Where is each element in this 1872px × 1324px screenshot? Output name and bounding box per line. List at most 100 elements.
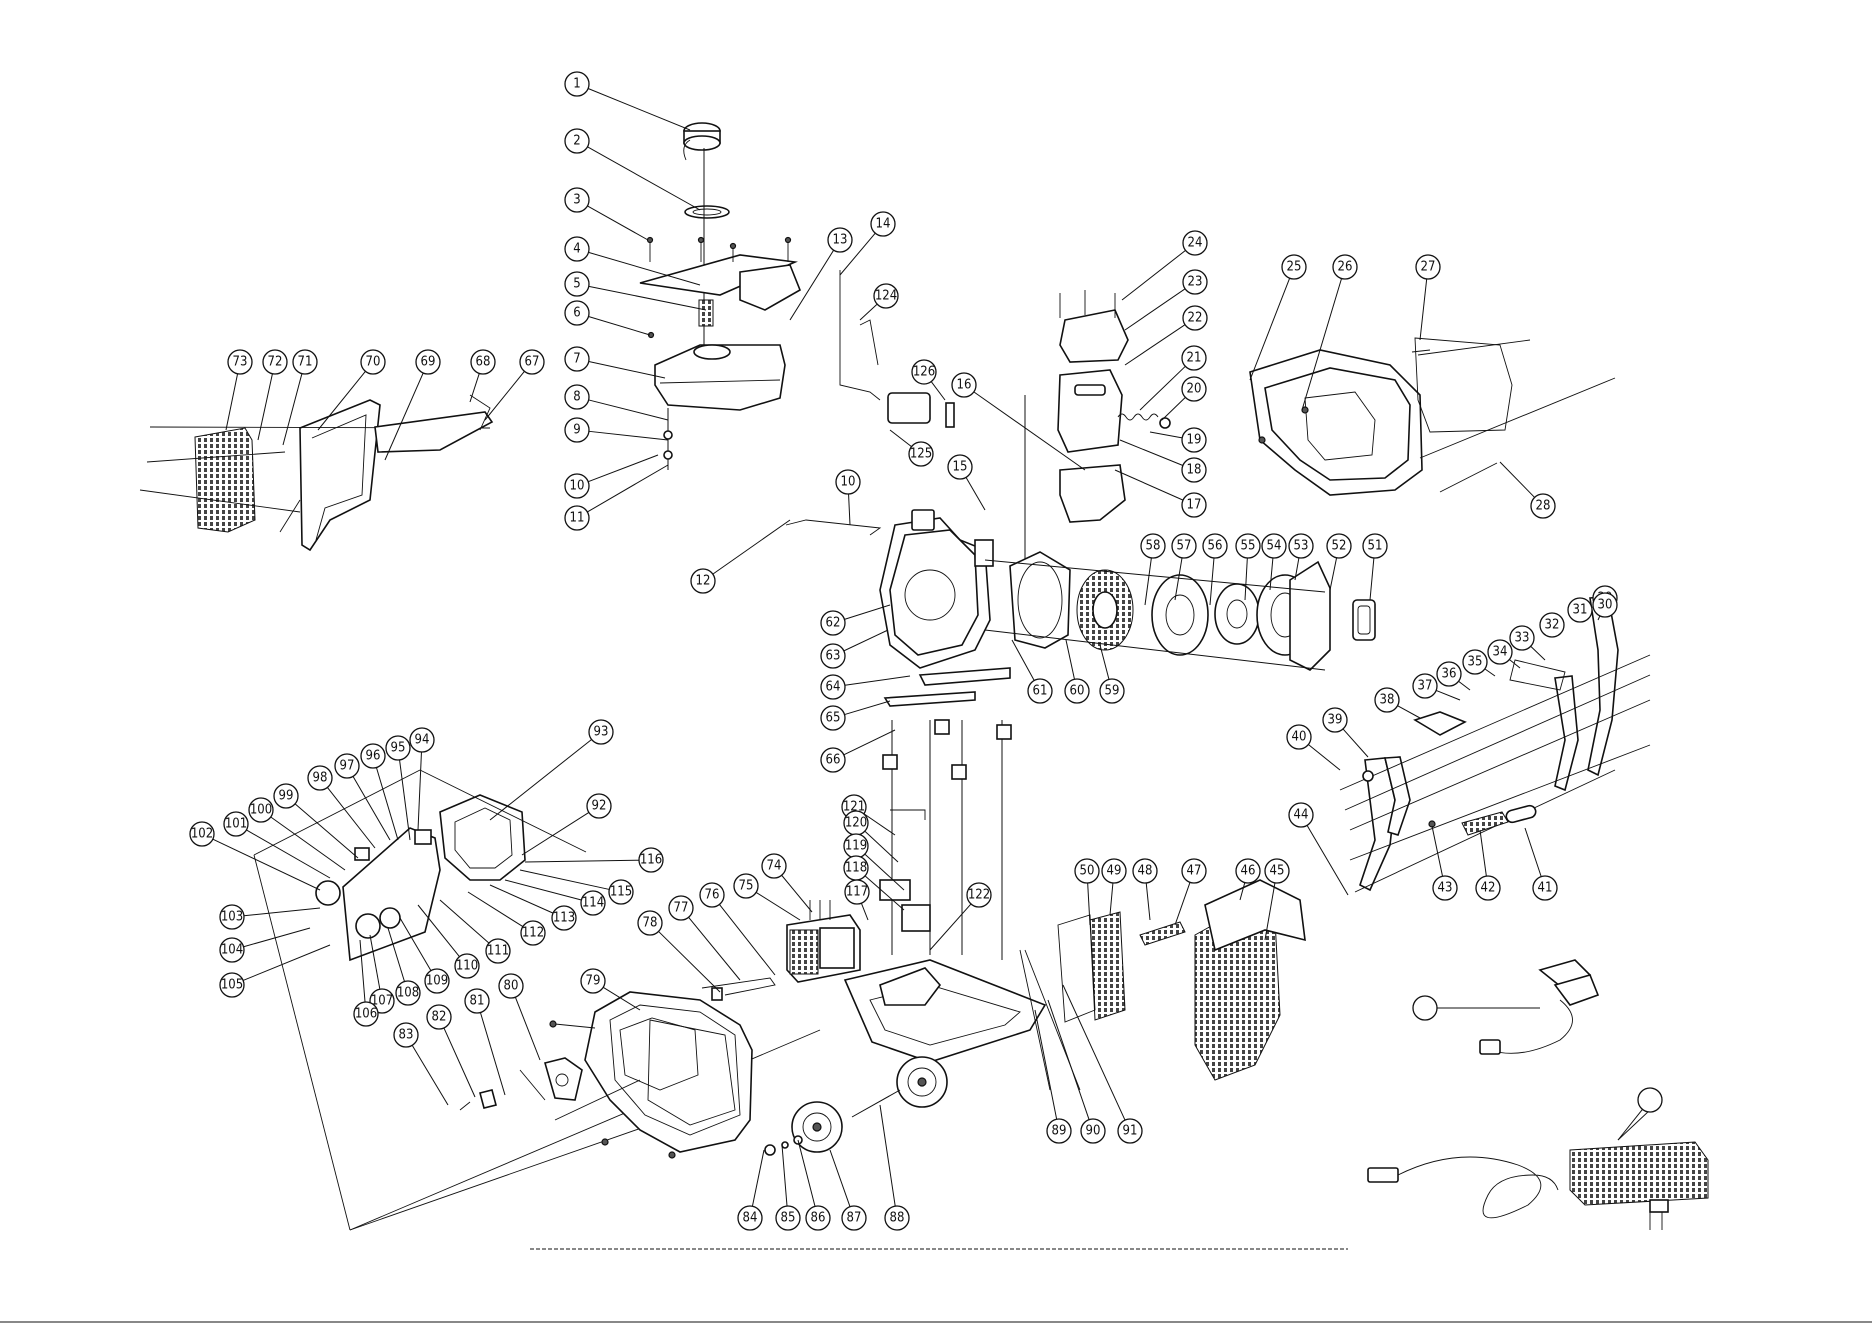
callout-leader (1209, 557, 1215, 606)
callout-circle (564, 128, 590, 154)
callout-label: 33 (1515, 631, 1530, 646)
callout-circle (564, 271, 590, 297)
callout-label: 116 (640, 853, 662, 868)
callout-circle (551, 905, 577, 931)
panel-cover-drawing (439, 794, 526, 881)
callout-leader (1479, 829, 1487, 877)
callout-label: 90 (1086, 1124, 1101, 1139)
filter-grille-drawing (1057, 911, 1126, 1023)
callout-label: 95 (391, 741, 406, 756)
ac-charger-drawing (1367, 1109, 1709, 1230)
callout-circle (470, 349, 496, 375)
callout-leader (588, 285, 707, 311)
callout-leader (1597, 615, 1601, 621)
callout-circle (519, 349, 545, 375)
callout-label: 55 (1241, 539, 1256, 554)
callout-label: 8 (573, 390, 580, 405)
callout-label: 97 (340, 759, 355, 774)
callout-leader (1306, 825, 1349, 896)
callout-label: 62 (826, 616, 841, 631)
choke-link-drawing (785, 519, 882, 536)
callout-label: 12 (696, 574, 711, 589)
callout-label: 107 (371, 994, 393, 1009)
callout-leader (1484, 668, 1496, 677)
callout-circle (911, 359, 937, 385)
callout-leader (1419, 278, 1428, 341)
callout-label: 99 (279, 789, 294, 804)
callout-circle (1182, 305, 1208, 331)
callout-leader (863, 813, 896, 836)
callout-leader (658, 931, 721, 993)
filter-ring-drawing (684, 205, 730, 219)
callout-circle (699, 882, 725, 908)
callout-label: 126 (913, 365, 935, 380)
callout-label: 11 (570, 511, 585, 526)
callout-circle (1264, 858, 1290, 884)
callout-leader (1458, 680, 1471, 691)
battery-clip-cable-drawing (1440, 959, 1600, 1055)
callout-circle (1374, 687, 1400, 713)
callout-leader (375, 767, 399, 841)
callout-leader (588, 454, 659, 483)
callout-circle (1288, 533, 1314, 559)
wheel-right-drawing (896, 1056, 948, 1108)
callout-circle (1099, 678, 1125, 704)
callout-circle (737, 1205, 763, 1231)
callout-label: 80 (504, 979, 519, 994)
callout-label: 37 (1418, 679, 1433, 694)
callout-label: 94 (415, 733, 430, 748)
callout-label: 117 (846, 885, 868, 900)
callout-leader (1269, 557, 1274, 591)
callout-leader (712, 519, 791, 575)
callout-label: 91 (1123, 1124, 1138, 1139)
callout-label: 75 (739, 879, 754, 894)
callout-label: 85 (781, 1211, 796, 1226)
callout-circle (775, 1205, 801, 1231)
callout-circle (1181, 345, 1207, 371)
callout-label: 98 (313, 771, 328, 786)
callout-leader (929, 903, 972, 951)
callout-leader (443, 1027, 476, 1098)
recoil-cover-drawing (984, 559, 1376, 671)
callout-label: 48 (1138, 864, 1153, 879)
callout-leader (1342, 728, 1369, 758)
callout-circle (1281, 254, 1307, 280)
callout-leader (864, 853, 905, 891)
callout-circle (588, 719, 614, 745)
callout-leader (1329, 557, 1338, 591)
callout-leader (225, 373, 239, 431)
callout-label: 24 (1188, 236, 1203, 251)
callout-label: 65 (826, 711, 841, 726)
callout-label: 125 (910, 447, 932, 462)
callout-circle (1181, 858, 1207, 884)
callout-label: 3 (573, 193, 580, 208)
callout-leader (1011, 639, 1035, 681)
callout-circle (827, 227, 853, 253)
callout-label: 45 (1270, 864, 1285, 879)
callout-leader (469, 373, 480, 403)
callout-circle (564, 71, 590, 97)
callout-leader (839, 232, 876, 276)
callout-circle (1415, 254, 1441, 280)
callout-circle (262, 349, 288, 375)
callout-leader (755, 891, 801, 921)
callout-leader (1174, 882, 1191, 926)
callout-circle (219, 972, 245, 998)
callout-circle (1412, 673, 1438, 699)
callout-circle (1532, 875, 1558, 901)
callout-leader (270, 816, 346, 871)
fuel-strainer-drawing (698, 299, 714, 327)
callout-leader (781, 874, 813, 913)
callout-circle (668, 895, 694, 921)
callout-leader (484, 371, 525, 421)
axle-drawing (764, 1089, 901, 1156)
callout-circle (1322, 707, 1348, 733)
callout-circle (835, 469, 861, 495)
callout-label: 35 (1468, 655, 1483, 670)
callout-leader (1087, 882, 1091, 926)
callout-leader (859, 303, 878, 321)
callout-leader (317, 371, 366, 431)
callout-leader (864, 830, 899, 863)
callout-leader (1124, 288, 1186, 331)
callout-label: 30 (1598, 598, 1613, 613)
